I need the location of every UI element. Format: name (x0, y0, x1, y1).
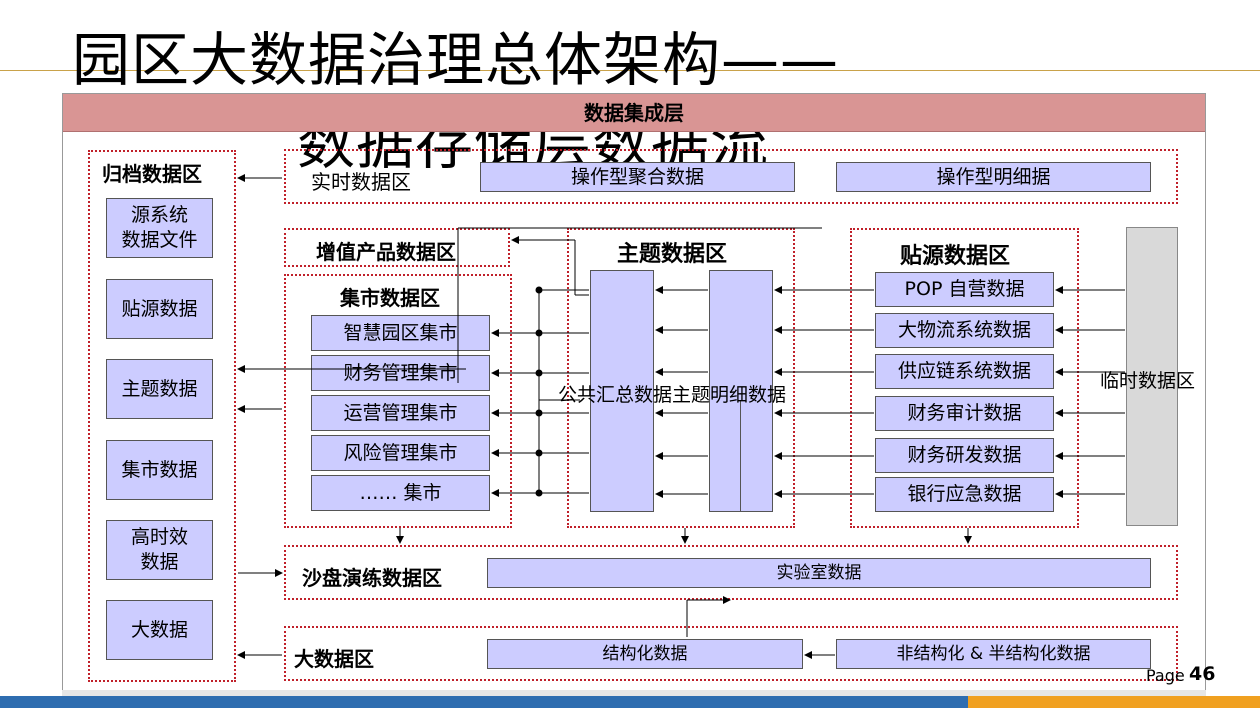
temp-zone-label: 临时数据区 (1100, 370, 1196, 392)
archive-item-high-timeliness: 高时效 数据 (106, 520, 213, 580)
source-item-supply-chain: 供应链系统数据 (875, 354, 1054, 389)
mart-item-finance: 财务管理集市 (311, 355, 490, 391)
footer-blue-bar (0, 696, 1260, 708)
footer-gray-bar (62, 690, 1206, 696)
page-label: Page (1146, 666, 1185, 685)
sandbox-zone (284, 545, 1178, 600)
realtime-zone (284, 149, 1178, 204)
archive-item-source-data: 贴源数据 (106, 279, 213, 339)
source-zone (850, 228, 1079, 528)
subject-zone (567, 228, 795, 528)
structured-data: 结构化数据 (487, 639, 803, 669)
subject-zone-label: 主题数据区 (617, 242, 728, 267)
mart-item-operations: 运营管理集市 (311, 395, 490, 431)
operational-aggregate-data: 操作型聚合数据 (480, 162, 795, 192)
footer-orange-bar (968, 696, 1260, 708)
value-added-zone-label: 增值产品数据区 (316, 240, 456, 264)
lab-data: 实验室数据 (487, 558, 1151, 588)
subject-detail-divider (740, 400, 741, 512)
source-item-finance-audit: 财务审计数据 (875, 396, 1054, 431)
mart-zone-label: 集市数据区 (340, 286, 440, 310)
temp-zone (1126, 227, 1178, 526)
realtime-zone-label: 实时数据区 (311, 170, 411, 194)
subject-detail-label: 主题明细数据 (672, 384, 787, 406)
mart-item-risk: 风险管理集市 (311, 435, 490, 471)
value-added-zone (284, 228, 510, 267)
title-rule (0, 70, 1260, 71)
page-number: 46 (1189, 663, 1216, 685)
archive-item-source-files: 源系统 数据文件 (106, 198, 213, 258)
operational-detail-data: 操作型明细据 (836, 162, 1151, 192)
big-data-zone (284, 626, 1178, 681)
archive-zone (88, 150, 236, 682)
public-summary-label: 公共汇总数据 (558, 384, 673, 406)
archive-item-subject-data: 主题数据 (106, 359, 213, 419)
subject-detail-column (709, 270, 773, 512)
mart-item-other: …… 集市 (311, 475, 490, 511)
integration-layer-band: 数据集成层 (63, 94, 1205, 132)
public-summary-column (590, 270, 654, 512)
source-item-pop: POP 自营数据 (875, 272, 1054, 307)
archive-item-big-data: 大数据 (106, 600, 213, 660)
source-item-finance-rd: 财务研发数据 (875, 438, 1054, 473)
archive-zone-label: 归档数据区 (102, 162, 202, 186)
mart-zone (284, 274, 512, 528)
source-item-logistics: 大物流系统数据 (875, 313, 1054, 348)
title-line-1: 园区大数据治理总体架构—— (72, 26, 840, 94)
sandbox-zone-label: 沙盘演练数据区 (302, 566, 442, 590)
source-item-bank-emergency: 银行应急数据 (875, 477, 1054, 512)
big-data-zone-label: 大数据区 (294, 647, 374, 671)
mart-item-smart-park: 智慧园区集市 (311, 315, 490, 351)
source-zone-label: 贴源数据区 (900, 244, 1011, 269)
archive-item-mart-data: 集市数据 (106, 440, 213, 500)
unstructured-data: 非结构化 & 半结构化数据 (836, 639, 1151, 669)
